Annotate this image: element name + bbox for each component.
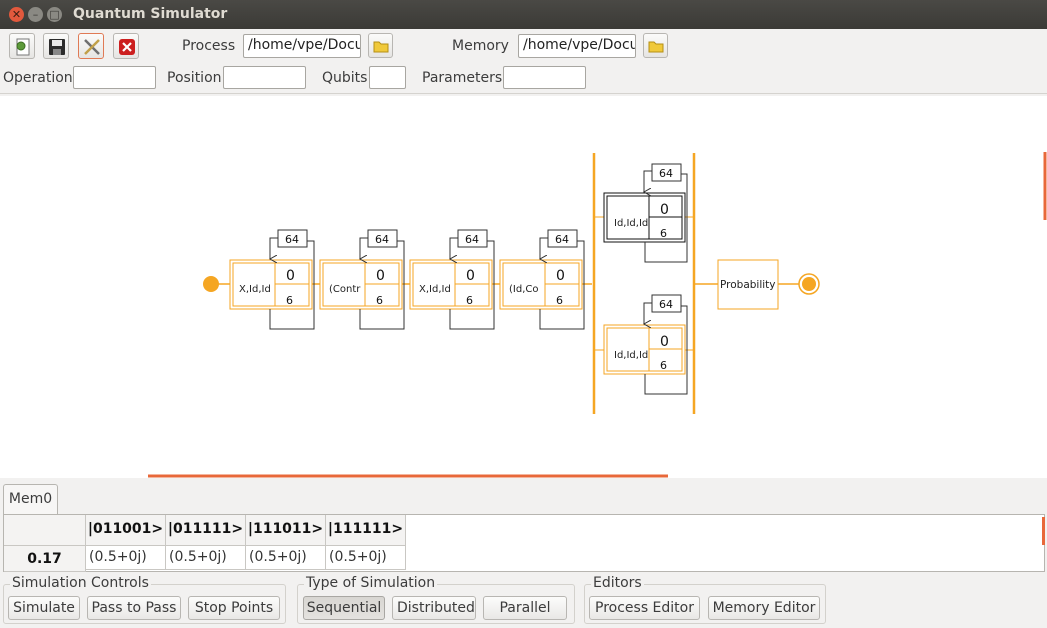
parallel-operator-node-2[interactable]: Id,Id,Id 0 6 64 [603,294,688,395]
memory-tab-bar: Mem0 [0,481,1047,515]
folder-icon [648,41,664,53]
operation-input[interactable] [73,66,156,89]
loop-count: 64 [659,298,673,311]
column-header[interactable]: |011001> [86,515,166,546]
qubits-input[interactable] [369,66,406,89]
maximize-window-icon[interactable]: □ [47,7,62,22]
operator-top-value: 0 [376,268,385,284]
stop-button[interactable] [113,33,139,59]
stop-icon [119,39,135,55]
sequential-button[interactable]: Sequential [303,596,385,620]
column-header[interactable]: |011111> [166,515,246,546]
parallel-button[interactable]: Parallel [483,596,567,620]
tab-mem0[interactable]: Mem0 [3,484,58,515]
folder-icon [373,41,389,53]
operator-label: (Contr [329,284,361,295]
loop-count: 64 [555,233,569,246]
stop-points-button[interactable]: Stop Points [188,596,280,620]
new-document-icon [16,38,30,56]
table-cell[interactable]: (0.5+0j) [246,546,326,570]
parameters-label: Parameters [422,70,503,86]
group-title: Simulation Controls [10,575,151,591]
operator-bottom-value: 6 [660,227,667,240]
loop-count: 64 [375,233,389,246]
memory-label: Memory [452,38,509,54]
editors-group: Editors [584,575,826,624]
minimize-window-icon[interactable]: – [28,7,43,22]
memory-editor-button[interactable]: Memory Editor [708,596,820,620]
operator-bottom-value: 6 [376,294,383,307]
save-icon [49,39,65,55]
loop-count: 64 [659,167,673,180]
operator-bottom-value: 6 [466,294,473,307]
memory-table: |011001> |011111> |111011> |111111> 0.17… [3,514,1045,572]
operator-top-value: 0 [660,334,669,350]
position-label: Position [167,70,222,86]
row-header[interactable]: 0.17 [4,546,86,572]
end-node[interactable] [798,273,820,295]
operator-node-4[interactable]: (Id,Co 0 6 64 [499,229,585,330]
operator-node-1[interactable]: X,Id,Id 0 6 64 [229,229,315,330]
probability-label: Probability [720,279,776,291]
save-button[interactable] [43,33,69,59]
table-scrollbar[interactable] [1042,517,1045,545]
tools-icon [84,39,100,55]
new-document-button[interactable] [9,33,35,59]
operator-top-value: 0 [556,268,565,284]
operation-label: Operation [3,70,73,86]
table-cell[interactable]: (0.5+0j) [86,546,166,570]
loop-count: 64 [285,233,299,246]
column-header[interactable]: |111011> [246,515,326,546]
process-path-input[interactable]: /home/vpe/Docu [243,34,361,58]
process-editor-button[interactable]: Process Editor [589,596,700,620]
column-header[interactable]: |111111> [326,515,406,546]
group-title: Editors [591,575,644,591]
start-node[interactable] [203,276,219,292]
close-window-icon[interactable]: ✕ [9,7,24,22]
operator-label: X,Id,Id [239,284,271,295]
memory-path-input[interactable]: /home/vpe/Docu [518,34,636,58]
type-of-simulation-group: Type of Simulation [297,575,575,624]
operator-top-value: 0 [286,268,295,284]
toolbar-divider [0,93,1047,94]
operator-node-2[interactable]: (Contr 0 6 64 [319,229,405,330]
circuit-diagram[interactable]: X,Id,Id 0 6 64 (Contr 0 6 64 [0,96,1047,478]
memory-browse-button[interactable] [643,33,668,58]
window-title: Quantum Simulator [73,6,228,22]
distributed-button[interactable]: Distributed [392,596,476,620]
title-bar: ✕ – □ Quantum Simulator [0,0,1047,29]
operator-bottom-value: 6 [660,359,667,372]
operator-top-value: 0 [660,202,669,218]
pass-to-pass-button[interactable]: Pass to Pass [87,596,181,620]
operator-top-value: 0 [466,268,475,284]
position-input[interactable] [223,66,306,89]
operator-label: Id,Id,Id [614,218,648,229]
group-title: Type of Simulation [304,575,438,591]
operator-node-3[interactable]: X,Id,Id 0 6 64 [409,229,495,330]
simulate-button[interactable]: Simulate [8,596,80,620]
table-cell[interactable]: (0.5+0j) [166,546,246,570]
table-cell[interactable]: (0.5+0j) [326,546,406,570]
operator-bottom-value: 6 [286,294,293,307]
operator-bottom-value: 6 [556,294,563,307]
process-browse-button[interactable] [368,33,393,58]
loop-count: 64 [465,233,479,246]
parameters-input[interactable] [503,66,586,89]
qubits-label: Qubits [322,70,368,86]
tools-button[interactable] [78,33,104,59]
process-label: Process [182,38,236,54]
operator-label: X,Id,Id [419,284,451,295]
operator-label: Id,Id,Id [614,350,648,361]
simulation-controls-group: Simulation Controls [3,575,286,624]
operator-label: (Id,Co [509,284,538,295]
probability-node[interactable]: Probability [717,259,779,310]
parallel-operator-node-1[interactable]: Id,Id,Id 0 6 64 [603,163,688,263]
diagram-canvas[interactable]: X,Id,Id 0 6 64 (Contr 0 6 64 [0,96,1047,478]
table-corner [4,515,86,546]
